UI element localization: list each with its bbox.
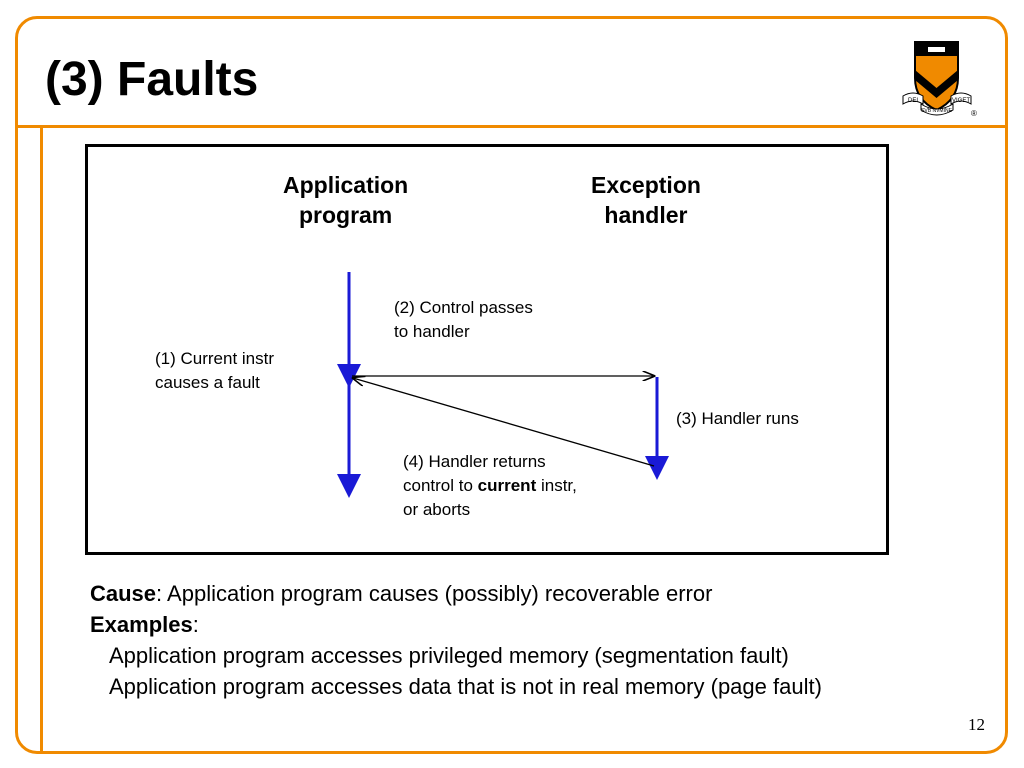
logo-registered-mark: ® — [971, 109, 977, 118]
logo-motto-right: VIGET — [952, 98, 970, 104]
princeton-shield-logo: DEI SVB NVMINE VIGET ® — [895, 30, 980, 120]
step3-label: (3) Handler runs — [676, 409, 799, 428]
side-divider — [40, 125, 43, 753]
title-divider — [15, 125, 1008, 128]
step1-label: (1) Current instr causes a fault — [155, 349, 275, 392]
page-number: 12 — [968, 715, 985, 734]
diagram-box — [85, 144, 889, 555]
step4-emphasis: current — [477, 476, 537, 495]
logo-motto-center: SVB NVMINE — [921, 108, 953, 114]
example-item: Application program accesses privileged … — [109, 643, 789, 668]
exception-handler-heading: Exception handler — [591, 172, 701, 228]
logo-motto-left: DEI — [908, 98, 918, 104]
examples-label: Examples — [90, 612, 193, 637]
step2-label: (2) Control passes to handler — [394, 298, 533, 341]
slide-title: (3) Faults — [45, 53, 259, 106]
return-arrow — [353, 378, 655, 467]
examples-heading: Examples: — [90, 612, 199, 637]
cause-line: Cause: Application program causes (possi… — [90, 581, 713, 606]
cause-label: Cause — [90, 581, 157, 606]
step4-label: (4) Handler returns control to current i… — [403, 452, 577, 519]
slide-body: Cause: Application program causes (possi… — [90, 578, 822, 702]
app-program-heading: Application program — [283, 172, 409, 228]
example-item: Application program accesses data that i… — [109, 674, 822, 699]
slide-frame — [15, 16, 1008, 754]
